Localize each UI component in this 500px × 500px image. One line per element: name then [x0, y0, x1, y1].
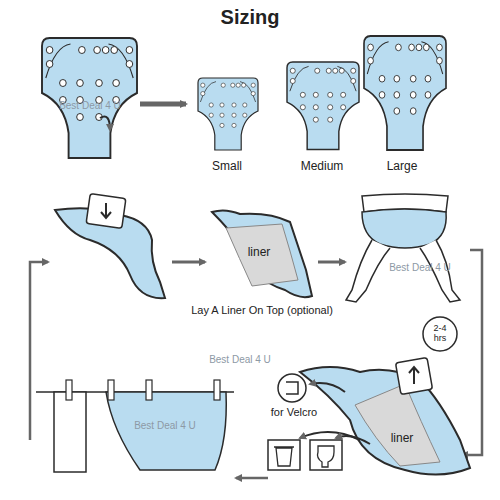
note-label: for Velcro [259, 406, 329, 419]
watermark: Best Deal 4 U [45, 100, 135, 112]
watermark: Best Deal 4 U [120, 420, 210, 432]
size-label: Large [367, 160, 437, 174]
time-label: 2-4 hrs [427, 323, 453, 344]
step-caption: Lay A Liner On Top (optional) [187, 304, 337, 317]
part-label: liner [382, 432, 422, 446]
part-label: liner [239, 246, 279, 260]
watermark: Best Deal 4 U [195, 354, 285, 366]
watermark: Best Deal 4 U [375, 262, 465, 274]
size-label: Small [192, 160, 262, 174]
title: Sizing [150, 6, 350, 29]
size-label: Medium [287, 160, 357, 174]
